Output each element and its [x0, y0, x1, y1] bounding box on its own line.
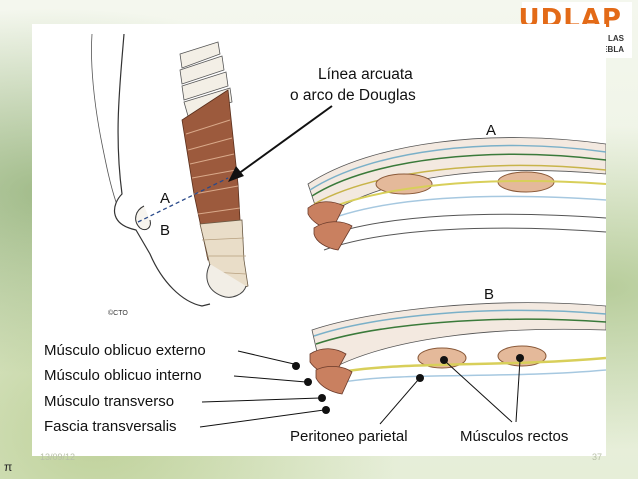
- label-douglas-arc: o arco de Douglas: [290, 87, 416, 104]
- label-transversalis-fascia: Fascia transversalis: [44, 418, 177, 435]
- footer-date: 13/09/12: [40, 452, 76, 462]
- label-point-b: B: [160, 222, 171, 239]
- label-section-b: B: [484, 286, 495, 303]
- cross-section-a: [307, 137, 606, 251]
- label-rectus-muscles: Músculos rectos: [460, 428, 569, 445]
- muscle-leader-lines: [199, 350, 330, 428]
- slide-number: 37: [591, 452, 602, 462]
- logo-subtitle-line1: E LAS: [600, 34, 624, 43]
- pi-symbol: π: [4, 460, 13, 474]
- label-parietal-peritoneum: Peritoneo parietal: [290, 428, 408, 445]
- label-transverse: Músculo transverso: [44, 393, 175, 410]
- copyright-mark: ©CTO: [108, 310, 128, 317]
- cross-section-b: [309, 302, 606, 395]
- peritoneum-leader: [379, 374, 424, 425]
- label-internal-oblique: Músculo oblicuo interno: [44, 367, 202, 384]
- anatomy-diagram: [91, 33, 606, 428]
- label-section-a: A: [486, 122, 497, 139]
- arcuate-line-arrow: [228, 105, 333, 182]
- rectus-leaders: [440, 354, 524, 423]
- slide-canvas: Línea arcuata o arco de Douglas A B A B …: [32, 24, 606, 456]
- logo-subtitle-line2: EBLA: [602, 45, 624, 54]
- abdominal-wall-figure: [91, 33, 249, 307]
- label-external-oblique: Músculo oblicuo externo: [44, 342, 206, 359]
- label-point-a: A: [160, 190, 171, 207]
- label-arcuate-line: Línea arcuata: [318, 66, 413, 83]
